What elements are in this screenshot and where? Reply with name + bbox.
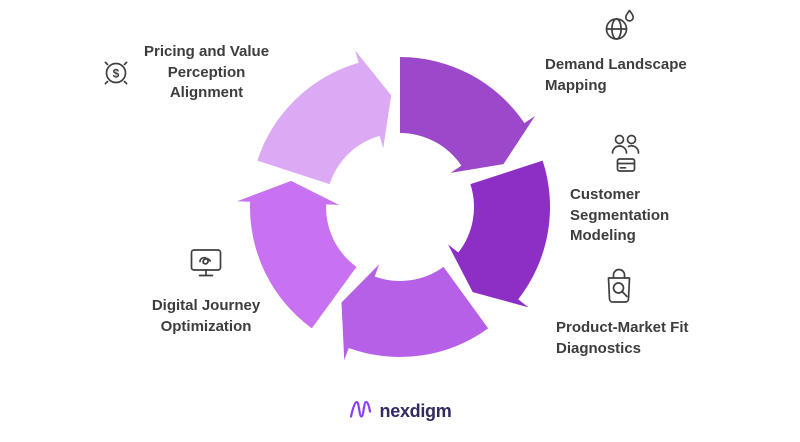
nexdigm-logo-text: nexdigm <box>379 401 452 421</box>
cycle-arrow-product-market-fit-diagnostics <box>341 264 489 361</box>
label-product-market-fit-diagnostics: Product-Market Fit Diagnostics <box>556 319 689 357</box>
dollar-target-icon: $ <box>100 57 132 89</box>
label-demand-landscape-mapping: Demand Landscape Mapping <box>545 56 687 94</box>
cycle-arrow-digital-journey-optimization <box>237 180 357 329</box>
label-pricing-value-alignment: Pricing and Value Perception Alignment <box>144 43 270 102</box>
label-block-demand: Demand Landscape Mapping <box>545 8 715 96</box>
label-digital-journey-optimization: Digital Journey Optimization <box>151 297 261 335</box>
cycle-arrow-customer-segmentation-modeling <box>448 160 551 308</box>
label-customer-segmentation-modeling: Customer Segmentation Modeling <box>570 186 670 245</box>
svg-text:$: $ <box>113 67 120 81</box>
monitor-swirl-icon <box>188 246 224 280</box>
label-block-product: Product-Market Fit Diagnostics <box>556 264 716 359</box>
cycle-arrow-pricing-value-perception-alignment <box>257 50 392 185</box>
people-card-icon <box>608 131 720 177</box>
cycle-arrow-demand-landscape-mapping <box>400 57 536 173</box>
label-block-customer: Customer Segmentation Modeling <box>570 131 720 247</box>
nexdigm-logo: nexdigm <box>349 398 452 425</box>
shopping-bag-search-icon <box>602 264 716 308</box>
nexdigm-logo-mark-icon <box>349 398 373 425</box>
globe-flame-icon <box>601 8 715 44</box>
label-block-pricing: $ Pricing and Value Perception Alignment <box>100 42 269 104</box>
label-block-digital: Digital Journey Optimization <box>136 246 276 337</box>
